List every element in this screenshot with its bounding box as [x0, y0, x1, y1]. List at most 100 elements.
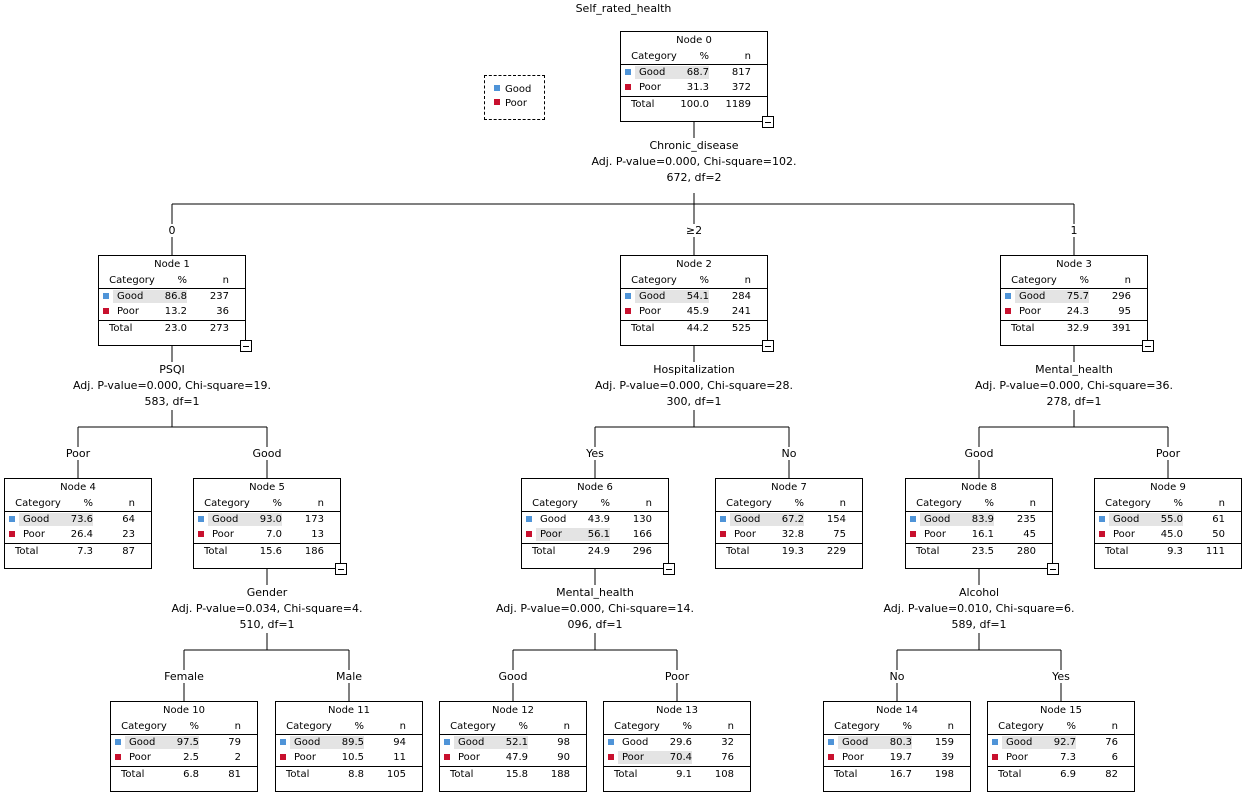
split-stat-line1: Adj. P-value=0.000, Chi-square=19. — [72, 379, 272, 392]
node-header-row: Category% n — [906, 496, 1052, 511]
node-header-row: Category%n — [99, 273, 245, 288]
collapse-toggle-icon[interactable] — [240, 340, 252, 352]
split-variable: PSQI — [159, 363, 185, 376]
poor-count: 95 — [1118, 306, 1131, 317]
poor-count: 6 — [1111, 752, 1118, 763]
collapse-toggle-icon[interactable] — [335, 563, 347, 575]
good-swatch-icon — [9, 516, 15, 522]
category-poor: Poor — [458, 752, 481, 763]
column-category-header: Category — [286, 721, 332, 732]
legend: Good Poor — [484, 75, 545, 120]
split-variable: Gender — [246, 586, 288, 599]
poor-percent: 31.3 — [686, 82, 709, 93]
good-swatch-icon — [526, 516, 532, 522]
collapse-toggle-icon[interactable] — [1047, 563, 1059, 575]
column-category-header: Category — [109, 275, 155, 286]
column-n-header: n — [839, 498, 846, 509]
column-category-header: Category — [916, 498, 962, 509]
poor-count: 90 — [557, 752, 570, 763]
node-header-row: Category%n — [1095, 496, 1241, 511]
column-n-header: n — [1029, 498, 1036, 509]
node-title: Node 0 — [676, 35, 712, 46]
good-percent: 54.1 — [686, 291, 709, 302]
poor-swatch-icon — [1005, 308, 1011, 314]
column-percent-header: % — [1173, 498, 1183, 509]
column-percent-header: % — [1079, 275, 1089, 286]
total-count: 198 — [934, 769, 954, 780]
total-count: 391 — [1111, 323, 1131, 334]
column-percent-header: % — [984, 498, 994, 509]
category-poor: Poor — [734, 529, 757, 540]
node-header-row: Category%n — [111, 719, 257, 734]
category-poor: Poor — [294, 752, 317, 763]
branch-label: No — [887, 670, 907, 683]
good-count: 32 — [721, 737, 734, 748]
node-header-row: Category%n — [5, 496, 151, 511]
poor-count: 2 — [234, 752, 241, 763]
good-swatch-icon — [720, 516, 726, 522]
branch-label: Yes — [1050, 670, 1072, 683]
total-percent: 15.8 — [505, 769, 528, 780]
column-category-header: Category — [998, 721, 1044, 732]
node-header-row: Category%n — [621, 273, 767, 288]
total-count: 525 — [731, 323, 751, 334]
poor-count: 76 — [721, 752, 734, 763]
column-percent-header: % — [177, 275, 187, 286]
poor-percent: 26.4 — [70, 529, 93, 540]
poor-swatch-icon — [625, 308, 631, 314]
total-count: 81 — [228, 769, 241, 780]
good-swatch-icon — [444, 739, 450, 745]
poor-swatch-icon — [526, 531, 532, 537]
poor-percent: 32.8 — [781, 529, 804, 540]
column-category-header: Category — [631, 275, 677, 286]
node-title: Node 3 — [1056, 259, 1092, 270]
good-percent: 83.9 — [971, 514, 994, 525]
total-percent: 16.7 — [889, 769, 912, 780]
split-stat-line1: Adj. P-value=0.000, Chi-square=14. — [495, 602, 695, 615]
collapse-toggle-icon[interactable] — [762, 340, 774, 352]
collapse-toggle-icon[interactable] — [663, 563, 675, 575]
node-title: Node 8 — [961, 482, 997, 493]
good-percent: 73.6 — [70, 514, 93, 525]
total-label: Total — [834, 769, 858, 780]
category-good: Good — [117, 291, 144, 302]
poor-count: 36 — [216, 306, 229, 317]
category-good: Good — [458, 737, 485, 748]
poor-swatch-icon — [444, 754, 450, 760]
good-count: 296 — [1111, 291, 1131, 302]
collapse-toggle-icon[interactable] — [1142, 340, 1154, 352]
total-count: 296 — [632, 546, 652, 557]
split-stat-line1: Adj. P-value=0.034, Chi-square=4. — [171, 602, 363, 615]
column-category-header: Category — [726, 498, 772, 509]
good-count: 284 — [731, 291, 751, 302]
column-n-header: n — [947, 721, 954, 732]
row-total: Total 16.7 198 — [824, 766, 970, 782]
node-header-row: Category%n — [621, 49, 767, 64]
collapse-toggle-icon[interactable] — [762, 116, 774, 128]
legend-item-good: Good — [494, 83, 544, 97]
node-title: Node 4 — [60, 482, 96, 493]
category-poor: Poor — [117, 306, 140, 317]
category-good: Good — [842, 737, 869, 748]
total-count: 82 — [1105, 769, 1118, 780]
total-count: 229 — [826, 546, 846, 557]
column-category-header: Category — [631, 51, 677, 62]
poor-percent: 16.1 — [971, 529, 994, 540]
poor-count: 372 — [731, 82, 751, 93]
poor-percent: 70.4 — [669, 752, 692, 763]
poor-swatch-icon — [198, 531, 204, 537]
split-variable: Mental_health — [1035, 363, 1113, 376]
node-title: Node 1 — [154, 259, 190, 270]
